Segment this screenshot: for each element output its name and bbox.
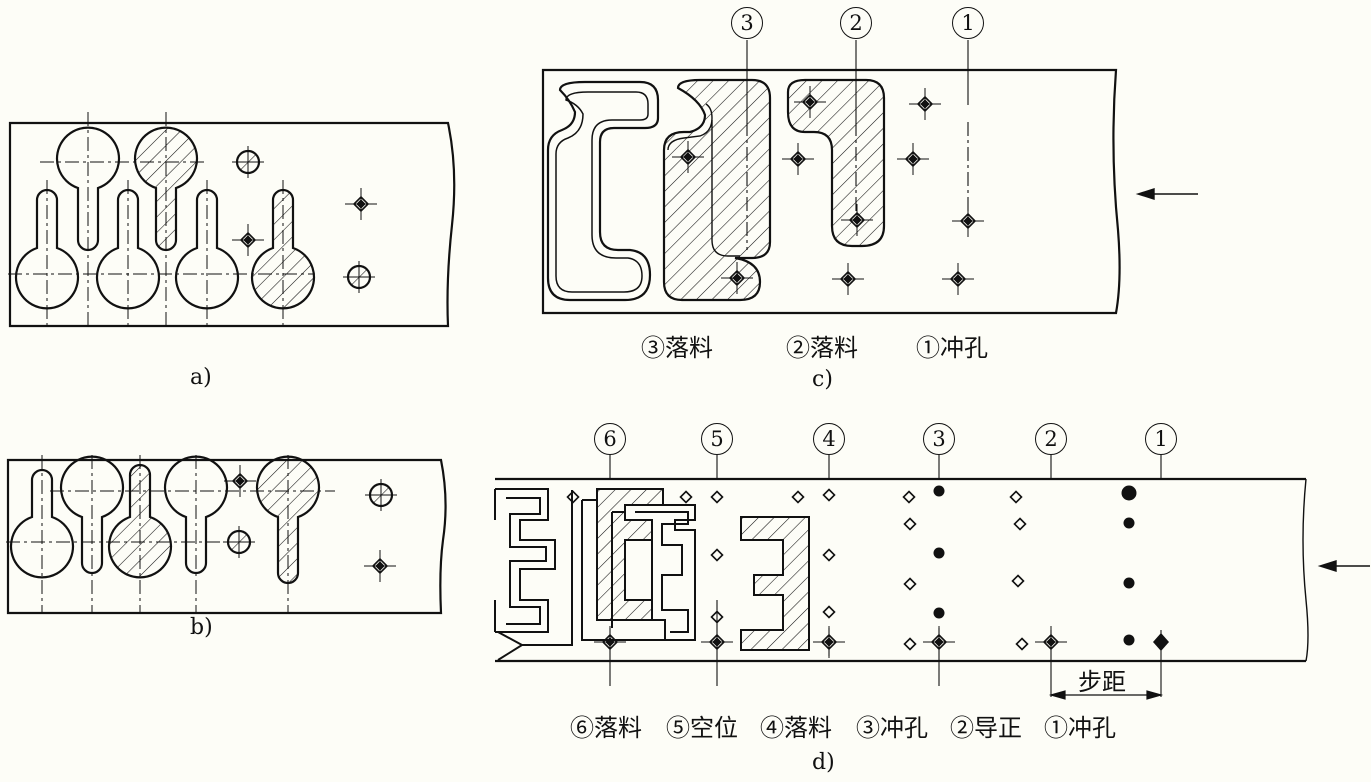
station-marker: 3 — [731, 7, 763, 39]
keyhole-blank — [55, 126, 121, 252]
station-marker: 2 — [1035, 423, 1067, 455]
e-blank-hatched — [596, 488, 664, 621]
figure-a-caption: a) — [190, 365, 212, 390]
step-label: ①冲孔 — [916, 334, 988, 362]
keyhole-blank-hatched — [255, 455, 321, 585]
keyhole-blank — [163, 455, 229, 575]
figure-b-caption: b) — [190, 615, 213, 640]
e-blank-hatched — [740, 516, 810, 651]
step-label: ③冲孔 — [856, 714, 928, 742]
step-label: ②落料 — [786, 334, 858, 362]
keyhole-blank — [9, 468, 75, 579]
l-blank-hatched — [662, 78, 772, 302]
figure-d-strip — [494, 455, 1370, 700]
station-marker: 4 — [813, 423, 845, 455]
station-marker: 1 — [1145, 423, 1177, 455]
figure-a-strip — [8, 112, 456, 328]
station-marker: 2 — [840, 7, 872, 39]
keyhole-blank-hatched — [250, 188, 316, 310]
feed-arrow — [1317, 560, 1370, 572]
step-label: ①冲孔 — [1044, 714, 1116, 742]
step-label: ⑥落料 — [570, 714, 642, 742]
keyhole-blank — [59, 455, 125, 575]
keyhole-blank — [174, 188, 240, 310]
station-marker: 5 — [701, 423, 733, 455]
l-blank-outer — [546, 80, 660, 302]
figure-d-caption: d) — [812, 750, 835, 775]
l-blank-hatched — [786, 78, 886, 248]
step-label: ②导正 — [950, 714, 1022, 742]
figure-b-strip — [6, 455, 447, 615]
step-label: ⑤空位 — [666, 714, 738, 742]
station-marker: 3 — [923, 423, 955, 455]
step-label: ④落料 — [760, 714, 832, 742]
pitch-label: 步距 — [1078, 668, 1126, 696]
keyhole-blank — [95, 188, 161, 310]
keyhole-blank — [14, 188, 80, 310]
figure-c-caption: c) — [812, 367, 833, 392]
figure-c-strip — [541, 40, 1198, 315]
l-blank-inner — [555, 91, 649, 293]
station-marker: 6 — [594, 423, 626, 455]
keyhole-blank-hatched — [133, 126, 199, 252]
keyhole-blank-hatched — [107, 463, 173, 579]
pitch-dimension — [1048, 690, 1164, 700]
station-marker: 1 — [952, 7, 984, 39]
feed-arrow — [1135, 188, 1198, 200]
step-label: ③落料 — [641, 334, 713, 362]
